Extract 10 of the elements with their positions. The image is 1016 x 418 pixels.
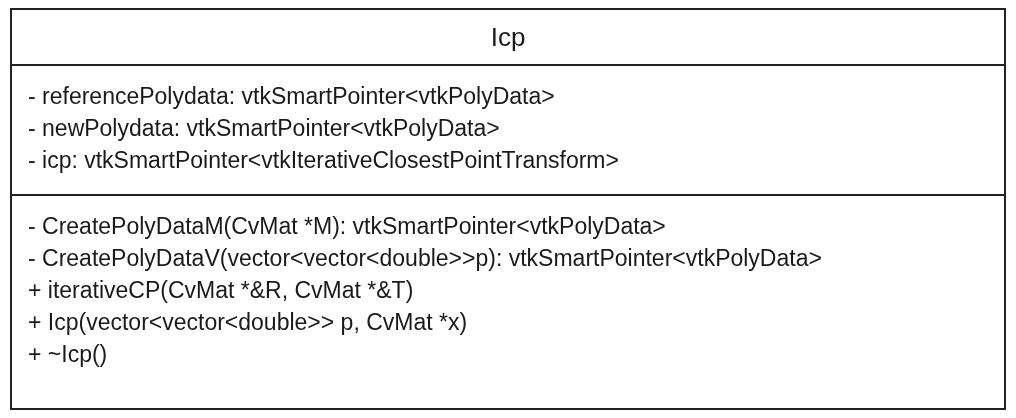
attribute-text: - referencePolydata: vtkSmartPointer<vtkPolyData>	[28, 82, 556, 111]
method-text: + iterativeCP(CvMat *&R, CvMat *&T)	[28, 276, 415, 305]
attribute-text: - icp: vtkSmartPointer<vtkIterativeClosestPointTransform>	[28, 146, 620, 175]
attribute-text: - newPolydata: vtkSmartPointer<vtkPolyData>	[28, 114, 501, 143]
method-text: - CreatePolyDataV(vector<vector<double>>p): vtkSmartPointer<vtkPolyData>	[28, 244, 823, 273]
method-text: + ~Icp()	[28, 340, 109, 369]
class-name: Icp	[489, 22, 527, 53]
class-box	[10, 8, 1006, 410]
method-text: + Icp(vector<vector<double>> p, CvMat *x)	[28, 308, 469, 337]
method-text: - CreatePolyDataM(CvMat *M): vtkSmartPointer<vtkPolyData>	[28, 212, 667, 241]
